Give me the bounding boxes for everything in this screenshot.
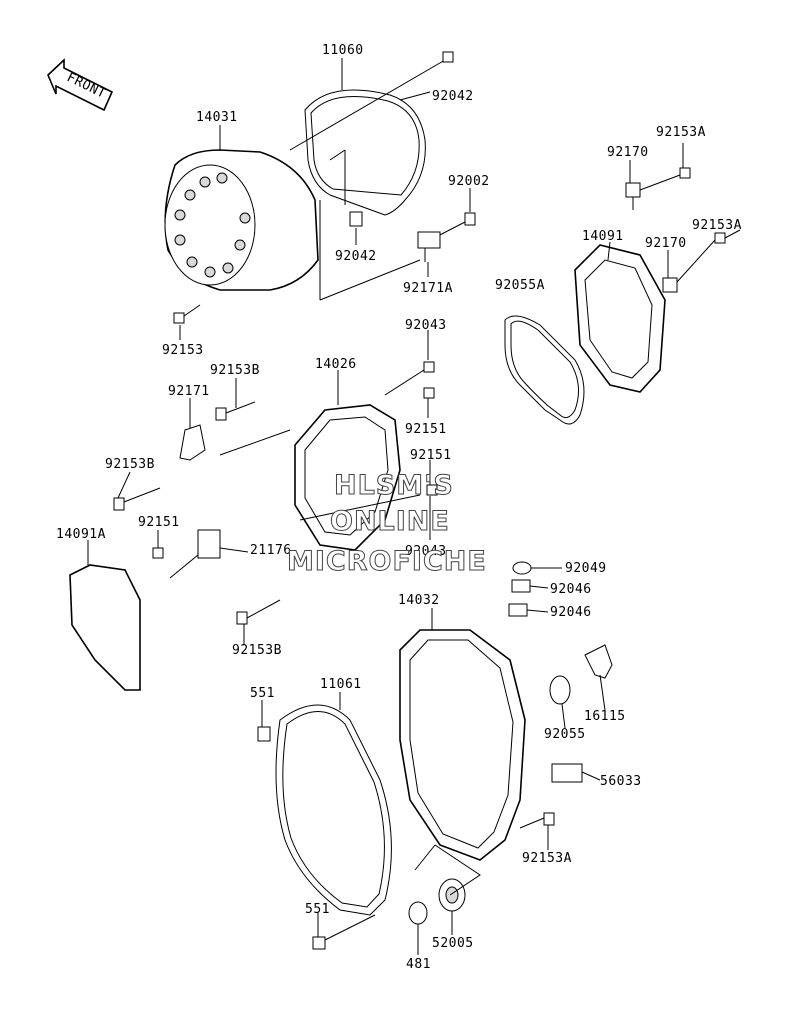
callout-14091A: 14091A	[56, 527, 106, 542]
clamp-92170-top	[625, 182, 641, 210]
watermark-line3: MICROFICHE	[287, 546, 487, 577]
bracket-92171	[179, 424, 206, 461]
callout-481: 481	[406, 957, 431, 972]
sensor-21176	[169, 529, 221, 579]
dowel-551-b	[312, 914, 376, 950]
watermark-line1: HLSM'S	[334, 470, 454, 501]
bolt-92153A-bot	[519, 812, 555, 829]
callout-labels: 11060 92042 14031 92002 92042 92171A 921…	[56, 43, 742, 972]
dowel-92042	[349, 211, 363, 227]
callout-92046-a: 92046	[550, 582, 592, 597]
callout-92153B-c: 92153B	[232, 643, 282, 658]
bolt-92153B-b	[113, 487, 161, 511]
callout-52005: 52005	[432, 936, 474, 951]
label-plate-56033	[551, 763, 583, 783]
bolt-92151-b	[426, 484, 438, 496]
callout-92153: 92153	[162, 343, 204, 358]
callout-92043-b: 92043	[405, 544, 447, 559]
callout-14031: 14031	[196, 110, 238, 125]
watermark: HLSM'S ONLINE MICROFICHE	[287, 470, 487, 578]
callout-92151-c: 92151	[138, 515, 180, 530]
callout-92170-b: 92170	[645, 236, 687, 251]
bolt-92151-c	[152, 547, 164, 559]
callout-92153A-mid: 92153A	[692, 218, 742, 233]
gasket-11060	[304, 89, 426, 216]
callout-14091: 14091	[582, 229, 624, 244]
callout-11060: 11060	[322, 43, 364, 58]
callout-14032: 14032	[398, 593, 440, 608]
clamp-92170-mid	[662, 277, 678, 293]
watermark-line2: ONLINE	[330, 506, 450, 537]
front-arrow-icon: FRONT	[47, 58, 114, 112]
callout-11061: 11061	[320, 677, 362, 692]
callout-92151-b: 92151	[410, 448, 452, 463]
oring-92055	[549, 675, 571, 705]
callout-92171A: 92171A	[403, 281, 453, 296]
callout-56033: 56033	[600, 774, 642, 789]
oil-cap-52005	[438, 878, 466, 912]
callout-92043-a: 92043	[405, 318, 447, 333]
leader-lines	[87, 58, 741, 955]
bolt-92153	[173, 304, 201, 324]
callout-92153B-b: 92153B	[105, 457, 155, 472]
seal-92046-a	[511, 579, 531, 593]
callout-21176: 21176	[250, 543, 292, 558]
cover-14091A	[69, 564, 141, 691]
callout-551-b: 551	[305, 902, 330, 917]
callout-92151-a: 92151	[405, 422, 447, 437]
callout-92049: 92049	[565, 561, 607, 576]
plug-92043-top	[423, 361, 435, 373]
bolt-92153B-a	[215, 401, 256, 421]
clamp-92171A	[417, 231, 441, 262]
bolt-92042-top	[289, 51, 454, 151]
callout-16115: 16115	[584, 709, 626, 724]
callout-92170-a: 92170	[607, 145, 649, 160]
callout-92171: 92171	[168, 384, 210, 399]
seal-92049	[512, 561, 532, 575]
clutch-cover-14032	[399, 629, 526, 861]
callout-92055: 92055	[544, 727, 586, 742]
bolt-92153A-top	[639, 167, 691, 191]
callout-92042-a: 92042	[432, 89, 474, 104]
callout-551-a: 551	[250, 686, 275, 701]
gasket-92055A	[504, 315, 585, 425]
generator-cover-14031	[164, 149, 319, 291]
cover-14091	[574, 244, 666, 393]
grommet-16115	[584, 644, 613, 679]
callout-14026: 14026	[315, 357, 357, 372]
callout-92153A-top: 92153A	[656, 125, 706, 140]
dowel-551-a	[257, 726, 271, 742]
callout-92153B-a: 92153B	[210, 363, 260, 378]
callout-92046-b: 92046	[550, 605, 592, 620]
callout-92153A-bot: 92153A	[522, 851, 572, 866]
callout-92055A: 92055A	[495, 278, 545, 293]
seal-92046-b	[508, 603, 528, 617]
bolt-92153B-c	[236, 599, 281, 625]
callout-92002: 92002	[448, 174, 490, 189]
callout-92042-b: 92042	[335, 249, 377, 264]
oring-481	[408, 901, 428, 925]
gasket-11061	[275, 704, 392, 916]
bolt-92151-a	[423, 387, 435, 399]
